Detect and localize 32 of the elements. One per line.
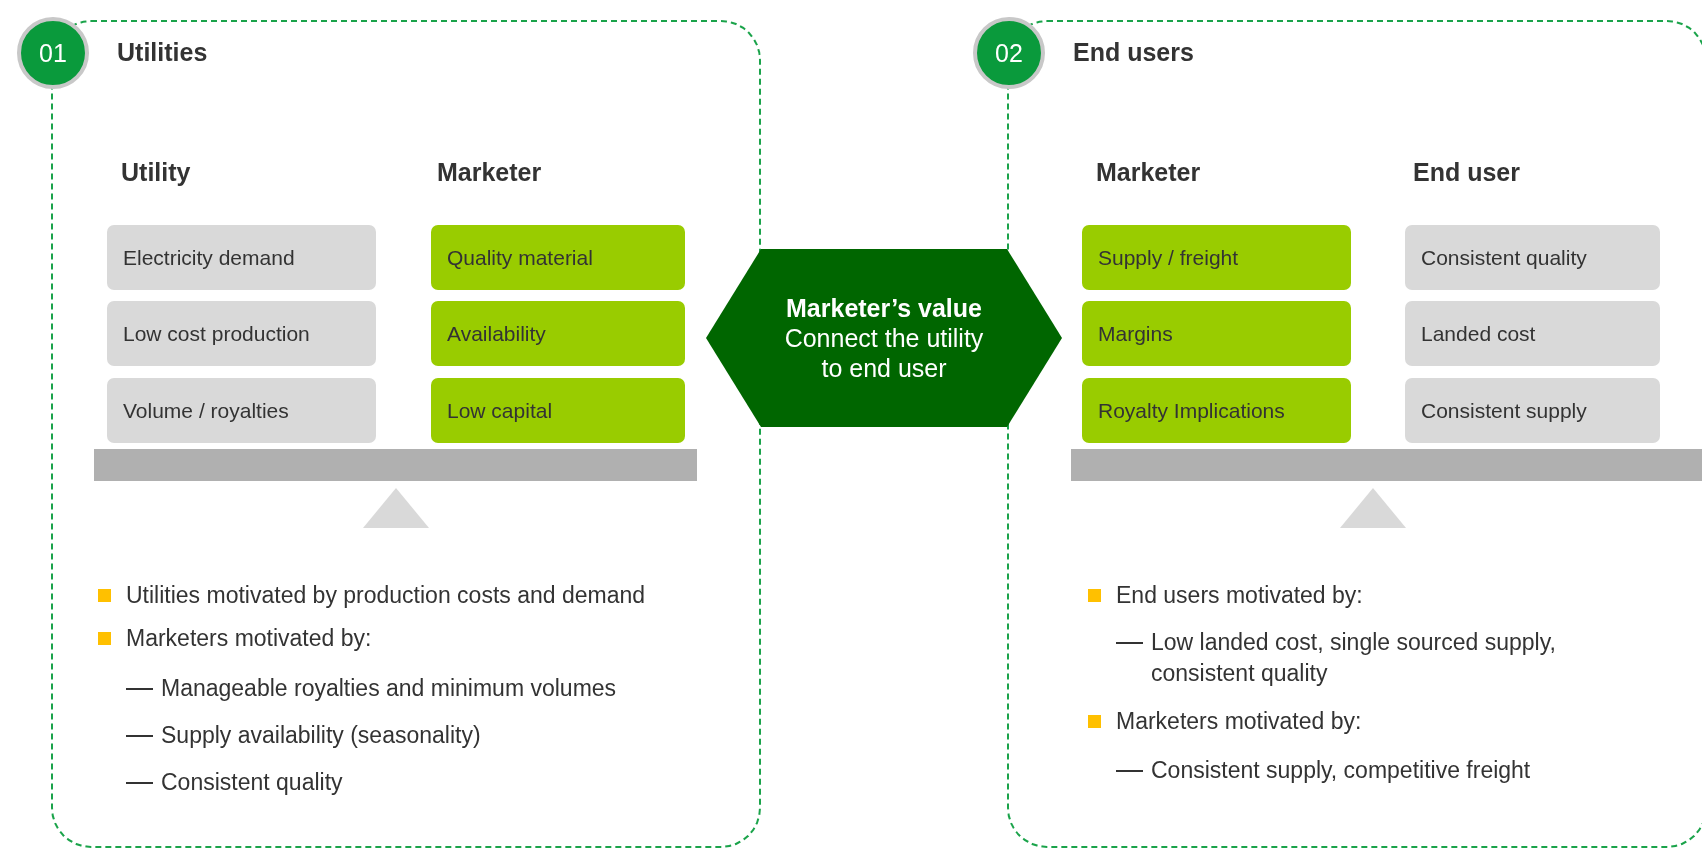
bullet-text: End users motivated by: <box>1116 581 1364 610</box>
panel-heading: Utilities <box>117 38 208 67</box>
column-heading: Utility <box>121 158 191 187</box>
factor-box: Electricity demand <box>107 225 376 290</box>
factor-box: Consistent quality <box>1405 225 1660 290</box>
sub-bullet-text: Low landed cost, single sourced supply, consistent quality <box>1151 628 1557 688</box>
sub-bullet-text: Consistent supply, competitive freight <box>1151 756 1532 785</box>
factor-box: Low capital <box>431 378 685 443</box>
bullet-text: Marketers motivated by: <box>1116 707 1363 736</box>
column-heading: End user <box>1413 158 1520 187</box>
factor-box: Quality material <box>431 225 685 290</box>
factor-box: Low cost production <box>107 301 376 366</box>
factor-box: Availability <box>431 301 685 366</box>
column-heading: Marketer <box>437 158 542 187</box>
hexagon-text: Connect the utility to end user <box>784 323 984 383</box>
number-badge: 01 <box>17 17 89 89</box>
sub-bullet-text: Manageable royalties and minimum volumes <box>161 674 618 703</box>
factor-box: Supply / freight <box>1082 225 1351 290</box>
value-hexagon <box>706 249 1062 427</box>
factor-box: Royalty Implications <box>1082 378 1351 443</box>
sub-bullet-text: Supply availability (seasonality) <box>161 721 482 750</box>
bullet-text: Utilities motivated by production costs and demand <box>126 581 647 610</box>
factor-box: Margins <box>1082 301 1351 366</box>
sub-bullet-text: Consistent quality <box>161 768 344 797</box>
hexagon-title: Marketer’s value <box>786 293 982 323</box>
factor-box: Consistent supply <box>1405 378 1660 443</box>
factor-box: Volume / royalties <box>107 378 376 443</box>
factor-box: Landed cost <box>1405 301 1660 366</box>
bullet-text: Marketers motivated by: <box>126 624 373 653</box>
panel-heading: End users <box>1073 38 1194 67</box>
column-heading: Marketer <box>1096 158 1201 187</box>
number-badge: 02 <box>973 17 1045 89</box>
